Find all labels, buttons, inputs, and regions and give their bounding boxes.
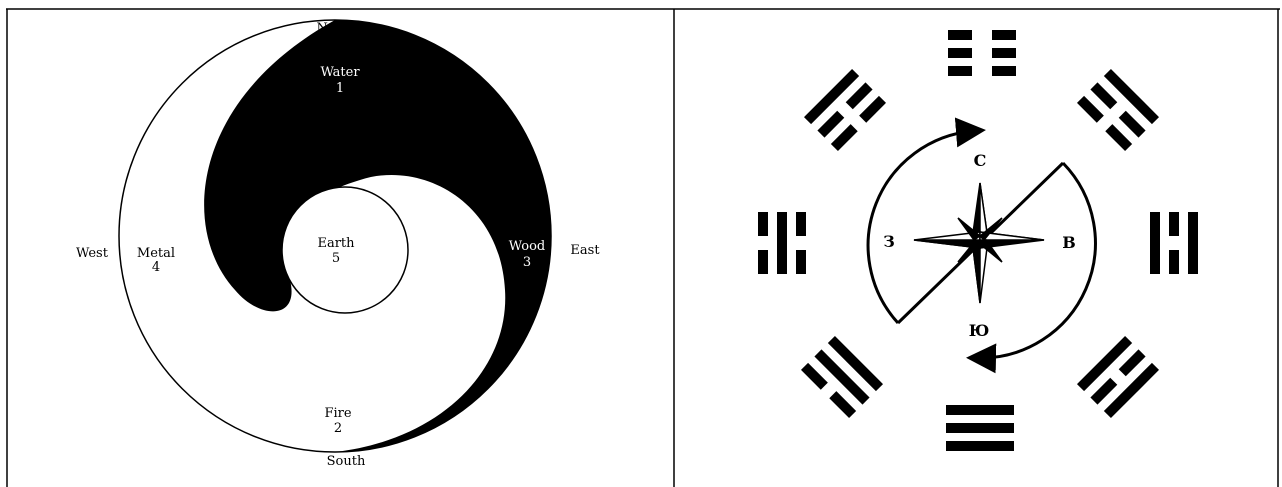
earth-label: Earth <box>317 236 355 251</box>
trigram-top-icon <box>948 30 1016 76</box>
compass-south-label: Ю <box>969 321 990 340</box>
water-label: Water <box>320 65 360 80</box>
trigram-left-icon <box>758 212 806 274</box>
south-label: South <box>327 454 366 469</box>
trigram-right-icon <box>1150 212 1198 274</box>
fire-label: Fire <box>324 406 351 421</box>
right-arc-arrow <box>978 163 1095 358</box>
earth-number: 5 <box>332 251 340 266</box>
trigram-top-right-icon <box>1077 69 1159 151</box>
wood-number: 3 <box>523 255 531 270</box>
trigram-bottom-right-icon <box>1077 336 1159 418</box>
wood-label: Wood <box>509 239 545 254</box>
trigram-bottom-icon <box>946 405 1014 451</box>
fire-number: 2 <box>334 421 342 436</box>
metal-number: 4 <box>152 260 160 275</box>
trigram-top-left-icon <box>804 69 886 151</box>
north-label: North <box>316 21 356 36</box>
bagua-diagram: С Ю З В <box>758 30 1198 451</box>
five-elements-diagram: North South West East Water 1 Wood 3 Met… <box>76 20 600 469</box>
compass-east-label: В <box>1062 233 1076 252</box>
compass-north-label: С <box>974 151 987 170</box>
compass-west-label: З <box>883 232 895 251</box>
left-arc-arrow <box>868 131 974 323</box>
east-label: East <box>570 243 600 258</box>
west-label: West <box>76 246 109 261</box>
trigram-bottom-left-icon <box>801 336 883 418</box>
metal-label: Metal <box>137 246 175 261</box>
water-number: 1 <box>336 81 344 96</box>
